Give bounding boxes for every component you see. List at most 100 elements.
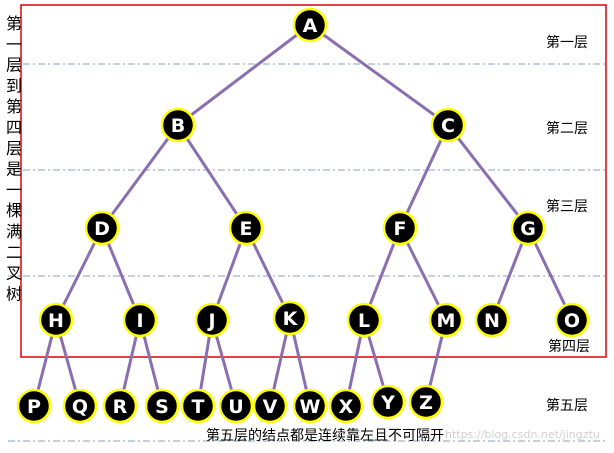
node-label: J	[206, 310, 215, 332]
side-note-char: 到	[6, 76, 22, 95]
side-note-char: 满	[6, 222, 22, 241]
full-tree-box	[20, 4, 607, 358]
node-label: N	[484, 310, 500, 332]
side-note-char: 第	[6, 14, 22, 33]
node-Y: Y	[370, 384, 406, 420]
node-J: J	[194, 302, 230, 338]
node-L: L	[346, 302, 382, 338]
node-Z: Z	[408, 384, 444, 420]
side-note-char: 二	[6, 243, 22, 262]
node-circle	[370, 384, 406, 420]
watermark: https://blog.csdn.net/jingztu	[445, 428, 600, 441]
node-label: K	[283, 308, 299, 330]
node-V: V	[252, 388, 288, 424]
node-P: P	[16, 388, 52, 424]
node-circle	[474, 302, 510, 338]
node-circle	[228, 210, 264, 246]
edge-C-G	[446, 123, 530, 230]
node-label: R	[113, 396, 128, 418]
node-G: G	[510, 210, 546, 246]
node-circle	[122, 302, 158, 338]
node-circle	[510, 210, 546, 246]
node-label: Y	[380, 392, 395, 414]
side-note-char: 层	[6, 56, 22, 75]
node-label: P	[27, 396, 41, 418]
node-circle	[272, 300, 308, 336]
node-circle	[328, 388, 364, 424]
node-label: Z	[419, 392, 433, 414]
edge-A-B	[176, 23, 312, 127]
node-H: H	[38, 302, 74, 338]
side-note-char: 层	[6, 139, 22, 158]
node-label: O	[564, 310, 580, 332]
node-label: Q	[72, 396, 88, 418]
node-circle	[102, 388, 138, 424]
level-label-4: 第四层	[548, 338, 590, 355]
node-circle	[292, 7, 328, 43]
side-note-char: 树	[6, 284, 22, 303]
node-S: S	[144, 388, 180, 424]
node-label: D	[94, 218, 110, 240]
node-label: X	[339, 396, 354, 418]
node-label: L	[358, 310, 370, 332]
node-circle	[346, 302, 382, 338]
node-F: F	[382, 210, 418, 246]
node-label: G	[520, 218, 536, 240]
node-W: W	[292, 388, 328, 424]
node-label: T	[192, 396, 205, 418]
node-circle	[292, 388, 328, 424]
node-circle	[38, 302, 74, 338]
node-circle	[218, 388, 254, 424]
node-R: R	[102, 388, 138, 424]
node-C: C	[430, 107, 466, 143]
edge-A-C	[308, 23, 450, 127]
level-label-1: 第一层	[546, 34, 588, 51]
node-circle	[194, 302, 230, 338]
node-B: B	[160, 107, 196, 143]
node-label: E	[240, 218, 253, 240]
level-label-2: 第二层	[546, 120, 588, 137]
side-note-char: 叉	[6, 264, 22, 283]
level-label-5: 第五层	[546, 397, 588, 414]
node-circle	[84, 210, 120, 246]
level-label-3: 第三层	[546, 198, 588, 215]
side-note-char: 第	[6, 97, 22, 116]
tree-edges	[32, 23, 574, 408]
side-note-char: 是	[6, 160, 22, 179]
node-M: M	[428, 302, 464, 338]
node-label: V	[263, 396, 278, 418]
node-O: O	[554, 302, 590, 338]
node-circle	[252, 388, 288, 424]
node-U: U	[218, 388, 254, 424]
node-N: N	[474, 302, 510, 338]
node-label: I	[136, 310, 143, 332]
node-X: X	[328, 388, 364, 424]
node-circle	[180, 388, 216, 424]
node-label: U	[228, 396, 243, 418]
node-label: W	[300, 396, 321, 418]
level-separators	[8, 63, 606, 442]
node-label: F	[394, 218, 407, 240]
node-label: A	[303, 15, 318, 37]
side-note-char: 一	[6, 180, 22, 199]
caption: 第五层的结点都是连续靠左且不可隔开	[206, 427, 444, 444]
edge-C-F	[398, 123, 450, 230]
node-K: K	[272, 300, 308, 336]
node-circle	[554, 302, 590, 338]
edge-B-E	[176, 123, 248, 230]
side-note-char: 四	[6, 118, 22, 137]
node-label: S	[155, 396, 169, 418]
side-note-char: 棵	[6, 201, 22, 220]
node-label: C	[441, 115, 455, 137]
node-circle	[382, 210, 418, 246]
node-T: T	[180, 388, 216, 424]
node-circle	[16, 388, 52, 424]
node-circle	[160, 107, 196, 143]
node-D: D	[84, 210, 120, 246]
side-note-char: 一	[6, 35, 22, 54]
node-circle	[428, 302, 464, 338]
node-I: I	[122, 302, 158, 338]
